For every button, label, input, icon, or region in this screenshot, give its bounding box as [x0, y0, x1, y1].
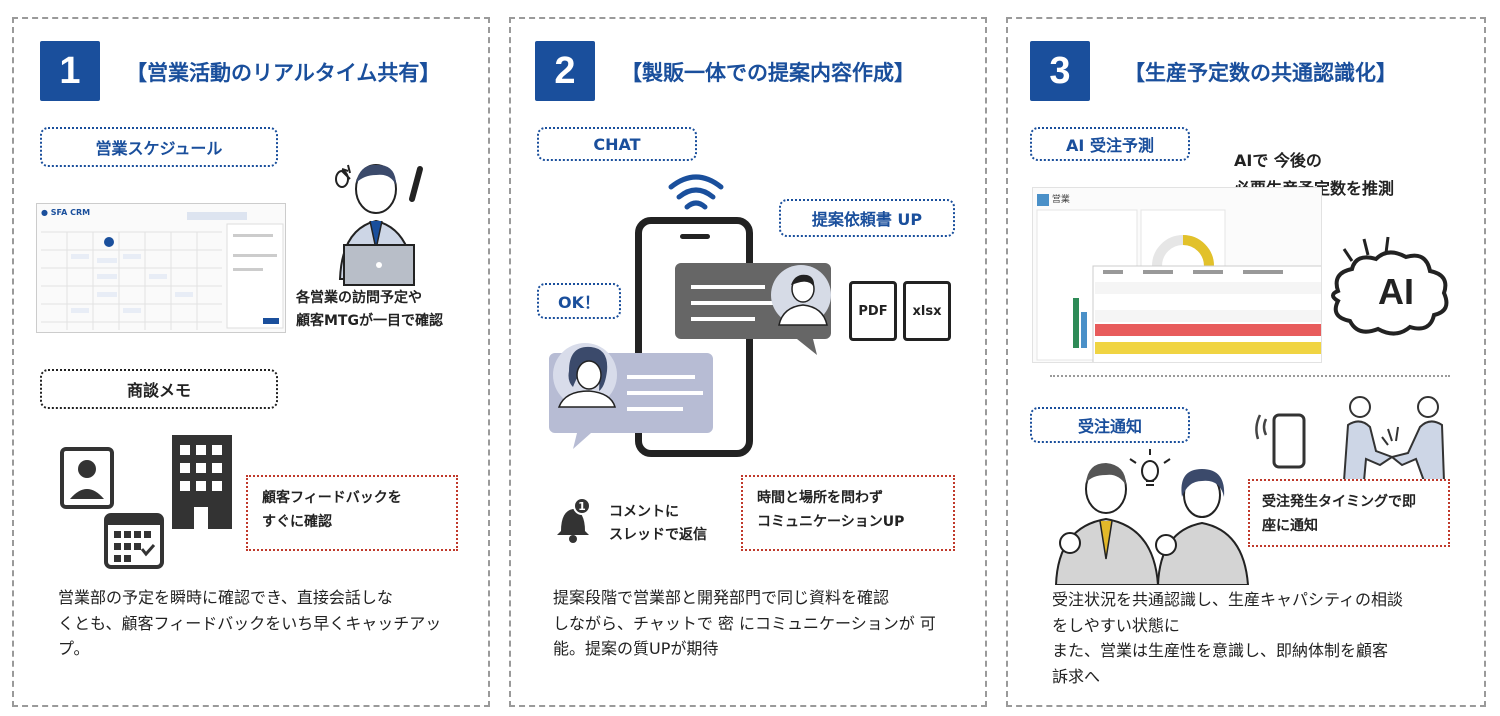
dashboard-charts-graphic: [1036, 209, 1321, 362]
crm-logo-text: SFA CRM: [50, 208, 91, 217]
desc-line-1: 営業部の予定を瞬時に確認でき、直接会話しな: [58, 588, 393, 607]
ai-cloud-text: AI: [1378, 271, 1414, 312]
panel-3: 3 【生産予定数の共通認識化】 AI 受注予測 AIで 今後の 必要生産予定数を…: [1006, 17, 1486, 707]
phone-icon: [1272, 413, 1306, 469]
xlsx-label: xlsx: [912, 303, 942, 319]
panel-3-description: 受注状況を共通認識し、生産キャパシティの相談 をしやすい状態に また、営業は生産…: [1052, 587, 1472, 689]
label-sales-schedule: 営業スケジュール: [40, 127, 278, 167]
bell-notification-icon: 1: [551, 497, 595, 543]
memo-icons-illustration: [60, 435, 232, 569]
xlsx-file-icon: xlsx: [903, 281, 951, 341]
calendar-grid-graphic: [41, 212, 284, 330]
desc-line-2: しながら、チャットで 密 にコミュニケーションが 可: [553, 613, 936, 633]
bell-count-badge: 1: [573, 497, 591, 515]
section-divider: [1050, 375, 1450, 377]
panel-title: 【製販一体での提案内容作成】: [621, 61, 915, 85]
businessman-laptop-illustration: [335, 164, 423, 286]
schedule-note-line-2: 顧客MTGが一目で確認: [296, 313, 443, 330]
desc-line-4: 訴求へ: [1052, 666, 1101, 686]
panel-1: 1 【営業活動のリアルタイム共有】 営業スケジュール ● SFA CRM: [12, 17, 490, 707]
feedback-note-line-1: 顧客フィードバックを: [262, 490, 402, 506]
crm-screenshot: ● SFA CRM: [36, 203, 286, 333]
schedule-note-line-1: 各営業の訪問予定や: [296, 290, 422, 306]
panel-1-description: 営業部の予定を瞬時に確認でき、直接会話しな くとも、顧客フィードバックをいち早く…: [58, 585, 478, 662]
label-proposal-upload: 提案依頼書 UP: [779, 199, 955, 237]
dashboard-title: 営業: [1051, 195, 1070, 205]
chat-bubble-business-man: [675, 263, 831, 355]
pdf-label: PDF: [858, 303, 888, 319]
ai-cloud-illustration: [1331, 236, 1449, 336]
notify-line-2: 座に通知: [1262, 517, 1318, 534]
dashboard-icon: [1037, 193, 1049, 206]
label-order-notify: 受注通知: [1030, 407, 1190, 443]
panel-title: 【営業活動のリアルタイム共有】: [126, 61, 441, 85]
contact-card-icon: [60, 447, 114, 509]
handshake-notification-illustration: [1255, 396, 1446, 481]
dashboard-header: 営業: [1037, 192, 1070, 206]
phone-notch: [680, 234, 710, 239]
panel-2-description: 提案段階で営業部と開発部門で同じ資料を確認 しながら、チャットで 密 にコミュニ…: [553, 585, 973, 662]
order-notify-note: 受注発生タイミングで即 座に通知: [1248, 479, 1450, 547]
crm-logo-icon: ●: [41, 208, 48, 217]
feedback-note: 顧客フィードバックを すぐに確認: [246, 475, 458, 551]
factory-workers-illustration: [1054, 449, 1250, 585]
panel-number: 1: [40, 41, 100, 101]
label-ai-forecast: AI 受注予測: [1030, 127, 1190, 161]
panel-number: 2: [535, 41, 595, 101]
crm-logo: ● SFA CRM: [41, 208, 90, 217]
feedback-note-line-2: すぐに確認: [262, 513, 332, 530]
wifi-icon: [668, 174, 724, 210]
label-chat: CHAT: [537, 127, 697, 161]
communication-note: 時間と場所を問わず コミュニケーションUP: [741, 475, 955, 551]
chat-bubble-support-woman: [549, 343, 713, 449]
desc-line-1: 受注状況を共通認識し、生産キャパシティの相談: [1052, 590, 1404, 609]
calendar-check-icon: [104, 513, 164, 569]
comment-line-2: スレッドで返信: [609, 527, 707, 544]
comment-line-1: コメントに: [609, 504, 679, 520]
schedule-note: 各営業の訪問予定や 顧客MTGが一目で確認: [296, 287, 443, 333]
desc-line-2: をしやすい状態に: [1052, 615, 1180, 635]
panel-title: 【生産予定数の共通認識化】: [1124, 61, 1397, 85]
panel-2: 2 【製販一体での提案内容作成】 CHAT OK！ 提案依頼書 UP PDF x…: [509, 17, 987, 707]
pdf-file-icon: PDF: [849, 281, 897, 341]
comm-note-line-2: コミュニケーションUP: [757, 513, 905, 530]
label-ok: OK！: [537, 283, 621, 319]
comment-reply-text: コメントに スレッドで返信: [609, 501, 707, 547]
bell-icon: [557, 509, 589, 543]
notify-line-1: 受注発生タイミングで即: [1262, 494, 1416, 510]
desc-line-1: 提案段階で営業部と開発部門で同じ資料を確認: [553, 588, 890, 607]
sales-dashboard-screenshot: 営業: [1032, 187, 1322, 363]
comm-note-line-1: 時間と場所を問わず: [757, 490, 883, 506]
label-meeting-memo: 商談メモ: [40, 369, 278, 409]
desc-line-2: くとも、顧客フィードバックをいち早くキャッチアッ: [58, 613, 442, 633]
desc-line-3: 能。提案の質UPが期待: [553, 639, 719, 659]
ai-text-line-1: AIで 今後の: [1234, 151, 1322, 170]
building-icon: [172, 435, 232, 529]
desc-line-3: プ。: [58, 639, 90, 659]
panel-number: 3: [1030, 41, 1090, 101]
desc-line-3: また、営業は生産性を意識し、即納体制を顧客: [1052, 641, 1389, 661]
